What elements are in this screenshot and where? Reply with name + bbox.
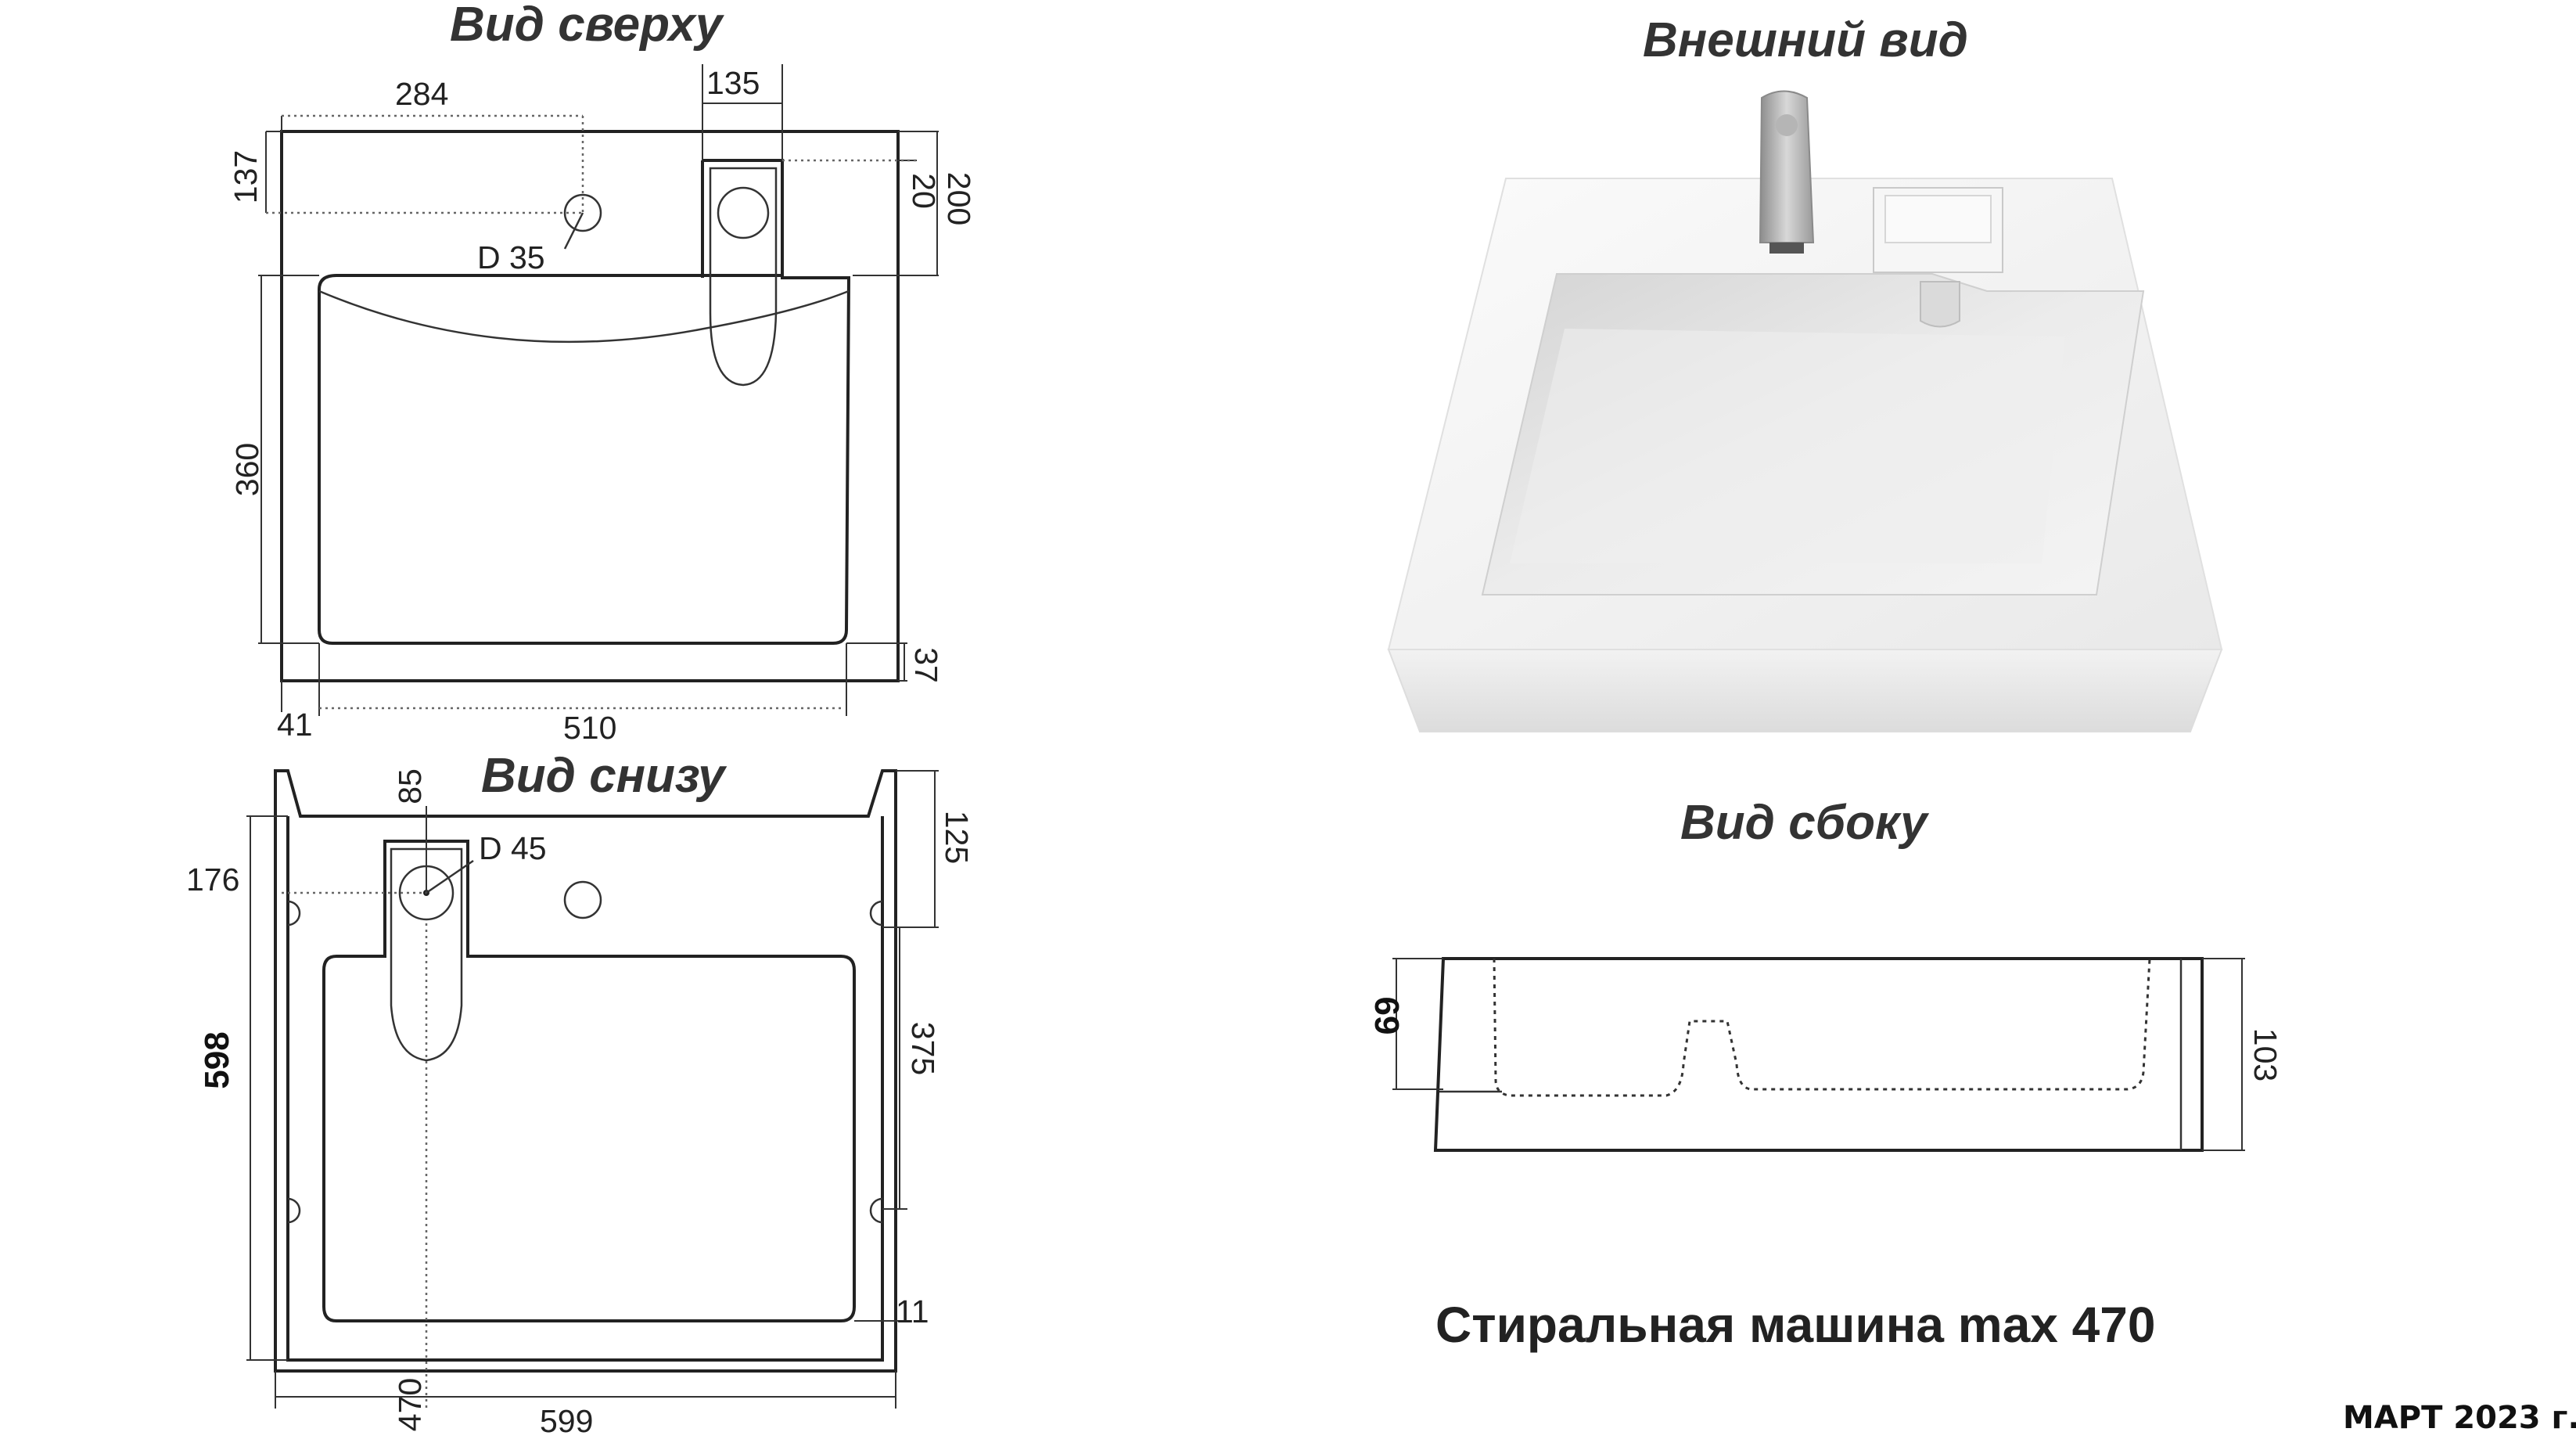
- exterior-front-face: [1387, 649, 2223, 732]
- top-view-basin: [318, 274, 851, 645]
- top-view-hole: [563, 193, 602, 232]
- washing-machine-caption: Стиральная машина max 470: [1435, 1297, 2155, 1353]
- dim-510: 510: [563, 710, 616, 746]
- dim-103: 103: [2247, 1028, 2283, 1081]
- date-stamp: МАРТ 2023 г.: [2343, 1400, 2576, 1436]
- bottom-view: Вид снизу D 45 85 176 125 375: [186, 749, 975, 1439]
- bottom-view-hole-leader: [426, 859, 474, 894]
- top-view-faucet-deck: [701, 159, 784, 278]
- top-view-hole-label: D 35: [477, 239, 545, 275]
- dim-69: 69: [1367, 997, 1406, 1035]
- exterior-faucet-knob: [1776, 114, 1798, 136]
- dim-470: 470: [392, 1378, 428, 1431]
- top-view-outline: [280, 130, 900, 682]
- mount-right-bottom: [869, 1197, 883, 1224]
- dim-137: 137: [228, 150, 264, 203]
- top-view-faucet-circle: [717, 186, 770, 239]
- dim-598: 598: [198, 1031, 236, 1088]
- side-view-title: Вид сбоку: [1680, 796, 1930, 850]
- dim-125: 125: [939, 811, 975, 864]
- bottom-view-title: Вид снизу: [481, 749, 728, 803]
- exterior-spout: [1920, 281, 1960, 328]
- exterior-view-title: Внешний вид: [1643, 13, 1968, 67]
- top-view: Вид сверху D 35 284 135 137 20: [228, 0, 977, 746]
- dim-20: 20: [906, 173, 942, 209]
- dim-85: 85: [392, 768, 428, 804]
- mount-left-top: [287, 900, 301, 926]
- side-view: Вид сбоку 69 103: [1367, 796, 2283, 1152]
- mount-left-bottom: [287, 1197, 301, 1224]
- top-view-hole-leader: [563, 212, 584, 250]
- bottom-view-outline: [274, 769, 897, 1373]
- exterior-deck-lid: [1884, 195, 1992, 243]
- top-view-faucet-body: [709, 167, 778, 387]
- bottom-view-hole-label: D 45: [479, 830, 547, 866]
- top-view-title: Вид сверху: [450, 0, 725, 52]
- dim-11: 11: [896, 1293, 929, 1329]
- exterior-basin-floor: [1510, 329, 2065, 563]
- mount-right-top: [869, 900, 883, 926]
- bottom-view-inner-frame: [286, 816, 884, 1362]
- dim-375: 375: [905, 1022, 941, 1075]
- bottom-view-bracket: [390, 847, 463, 1062]
- exterior-faucet-base: [1769, 243, 1804, 254]
- dim-176: 176: [186, 862, 239, 898]
- side-view-outline: [1433, 957, 2204, 1152]
- dim-360: 360: [229, 443, 265, 496]
- bottom-view-overflow-hole: [563, 880, 602, 919]
- exterior-faucet: [1759, 90, 1815, 243]
- dim-284: 284: [395, 76, 448, 112]
- bottom-view-basin: [322, 840, 856, 1322]
- exterior-view: Внешний вид: [1387, 13, 2223, 732]
- dim-135: 135: [706, 65, 760, 101]
- dim-200: 200: [941, 172, 977, 225]
- dim-37: 37: [908, 647, 944, 683]
- dim-599: 599: [540, 1403, 593, 1439]
- dim-41: 41: [277, 707, 313, 743]
- top-view-basin-curve: [318, 290, 850, 344]
- side-view-basin-profile: [1493, 958, 2151, 1097]
